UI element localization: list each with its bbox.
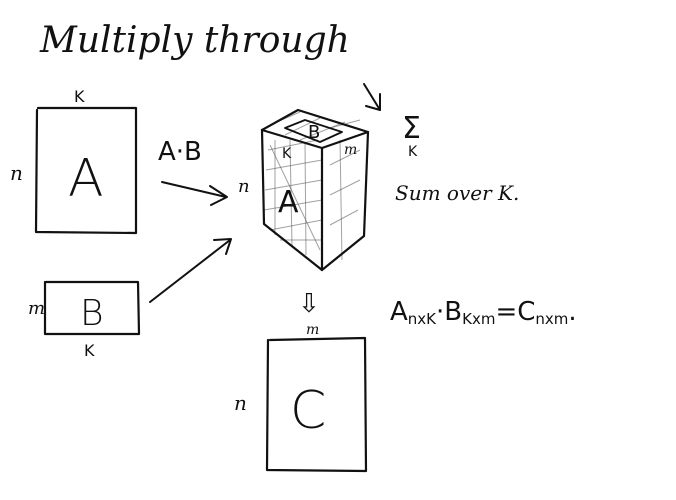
equation-eq: =	[495, 297, 517, 327]
matrix-c-rows-label: n	[234, 391, 247, 415]
matrix-a-cols-label: K	[74, 87, 85, 106]
sum-arrow	[363, 83, 381, 111]
sum-subscript: K	[408, 144, 418, 160]
arrow-b-to-cube	[149, 238, 232, 303]
matrix-c-cols-label: m	[306, 322, 319, 338]
matrix-c-label: C	[290, 381, 326, 441]
equation-b-sub: Kxm	[462, 310, 495, 328]
equation-text: AnxK·BKxm=Cnxm.	[390, 297, 577, 328]
matrix-b-cols-label: K	[84, 341, 95, 360]
equation-c-sub: nxm	[535, 310, 568, 328]
arrow-a-to-cube	[161, 181, 228, 206]
matrix-a-label: A	[68, 149, 104, 209]
equation-end: .	[568, 297, 576, 327]
matrix-c: C n m	[234, 322, 368, 473]
cube-front-label: A	[278, 185, 299, 220]
cube: A B n K m	[238, 108, 370, 272]
cube-front-hatching	[263, 139, 323, 256]
sum-symbol: Σ	[402, 111, 421, 146]
equation: AnxK·BKxm=Cnxm.	[390, 297, 577, 328]
cube-top-m-label: m	[344, 142, 357, 158]
down-arrow: ⇩	[298, 289, 320, 319]
matrix-a-rows-label: n	[10, 161, 23, 185]
cube-top-label: B	[308, 122, 320, 143]
page-title: Multiply through	[39, 20, 350, 61]
matrix-b-rows-label: m	[28, 298, 45, 319]
matrix-b: B m K	[28, 280, 141, 360]
equation-a: A	[390, 297, 408, 327]
sum-note: Sum over K.	[395, 181, 519, 205]
equation-c: C	[517, 297, 535, 327]
equation-b: B	[444, 297, 462, 327]
cube-top-k-label: K	[282, 146, 292, 162]
equation-dot: ·	[436, 297, 444, 327]
cube-left-dim-label: n	[238, 176, 250, 197]
product-label: A·B	[158, 137, 202, 167]
equation-a-sub: nxK	[408, 310, 437, 328]
matrix-a: A n K	[10, 87, 138, 235]
sum-group: Σ K Sum over K.	[395, 111, 519, 205]
matrix-b-label: B	[80, 293, 104, 334]
